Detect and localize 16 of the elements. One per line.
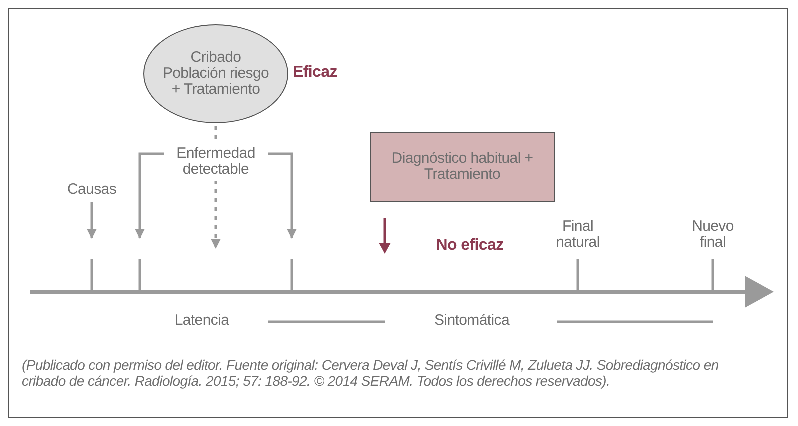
node-text: Enfermedad detectable bbox=[176, 146, 256, 178]
effect-label: Eficaz bbox=[293, 65, 338, 81]
event-label: Nuevo final bbox=[691, 219, 735, 251]
caption: (Publicado con permiso del editor. Fuente original: Cervera Deval J, Sentís Crivillé M, Zulueta JJ. Sobrediagnóstico en cribado de cáncer. Radiología. 2015; 57: 188-92. © 2014 SERAM. Todos los derechos reservados). bbox=[22, 357, 720, 389]
node-text: Causas bbox=[66, 182, 118, 198]
screening-ellipse bbox=[143, 24, 289, 124]
phase-label: Latencia bbox=[174, 313, 230, 329]
arrow bbox=[135, 152, 164, 239]
phase-label: Sintomática bbox=[433, 313, 511, 329]
arrow bbox=[268, 152, 297, 239]
diagnosis-box bbox=[370, 132, 555, 202]
arrow bbox=[87, 202, 97, 239]
event-label: Final natural bbox=[555, 219, 601, 251]
node-text: Cribado Población riesgo + Tratamiento bbox=[162, 50, 270, 98]
effect-label: No eficaz bbox=[435, 238, 505, 254]
node-text: Diagnóstico habitual + Tratamiento bbox=[391, 151, 534, 183]
